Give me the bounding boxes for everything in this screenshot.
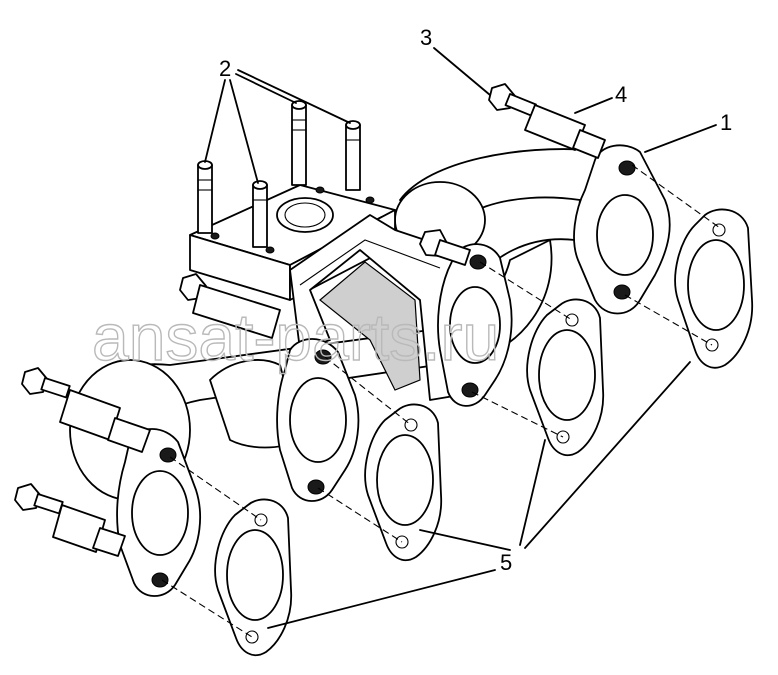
- gasket-3: [364, 403, 443, 562]
- mounting-studs: [197, 100, 361, 248]
- stud-left: [197, 160, 213, 234]
- callout-labels: 1 2 3 4 5: [219, 25, 732, 575]
- bolt-stud-flange-2: [419, 229, 471, 266]
- alignment-lines: [161, 164, 721, 638]
- callout-5: 5: [500, 550, 512, 575]
- callout-3: 3: [420, 25, 432, 50]
- manifest-flange-1: [573, 144, 671, 315]
- gasket-1: [674, 208, 753, 369]
- stud-center-left: [252, 180, 268, 248]
- bolt-lower-upper: [21, 367, 151, 453]
- heat-shield-bracket: [289, 214, 471, 401]
- bolt-upper-right: [488, 83, 606, 159]
- manifest-flange-4: [116, 428, 202, 597]
- manifest-flange-3: [276, 338, 360, 502]
- callout-4: 4: [615, 82, 627, 107]
- bolt-upper-left: [179, 273, 281, 339]
- leader-lines: [204, 47, 717, 629]
- callout-1: 1: [720, 110, 732, 135]
- manifest-flange-2: [437, 243, 513, 407]
- gasket-4: [214, 498, 293, 657]
- gasket-2: [526, 298, 605, 457]
- stud-center-right: [291, 100, 307, 186]
- stud-right: [345, 120, 361, 191]
- watermark-text: ansat-parts.ru: [92, 300, 499, 374]
- callout-2: 2: [219, 56, 231, 81]
- bolt-lower-lower: [14, 483, 126, 557]
